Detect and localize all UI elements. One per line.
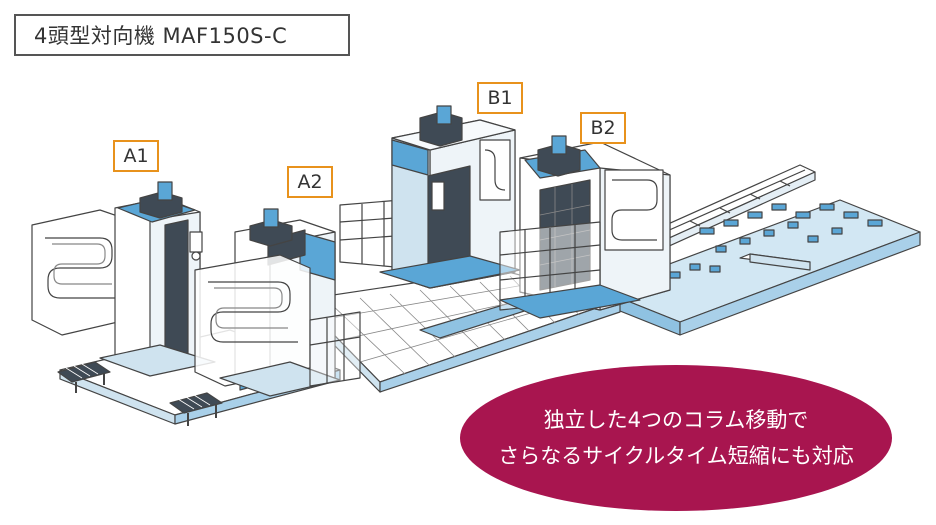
label-b2: B2 [580,112,626,144]
label-a2-text: A2 [297,171,323,193]
page-title: 4頭型対向機 MAF150S-C [14,14,350,56]
column-a2 [194,208,341,397]
label-a1: A1 [113,140,159,172]
column-b2 [499,135,671,319]
label-a1-text: A1 [123,145,149,167]
callout-line-2: さらなるサイクルタイム短縮にも対応 [498,444,854,468]
track-a1 [57,361,111,393]
feature-callout: 独立した4つのコラム移動で さらなるサイクルタイム短縮にも対応 [460,365,892,511]
label-b2-text: B2 [590,117,616,139]
track-a2 [169,392,223,426]
label-b1: B1 [477,82,523,114]
callout-line-1: 独立した4つのコラム移動で [543,408,809,432]
label-b1-text: B1 [487,87,513,109]
page-title-text: 4頭型対向機 MAF150S-C [34,24,288,48]
label-a2: A2 [287,166,333,198]
column-b1 [339,105,521,289]
safety-fence-center [309,311,361,387]
column-a1 [31,181,216,377]
